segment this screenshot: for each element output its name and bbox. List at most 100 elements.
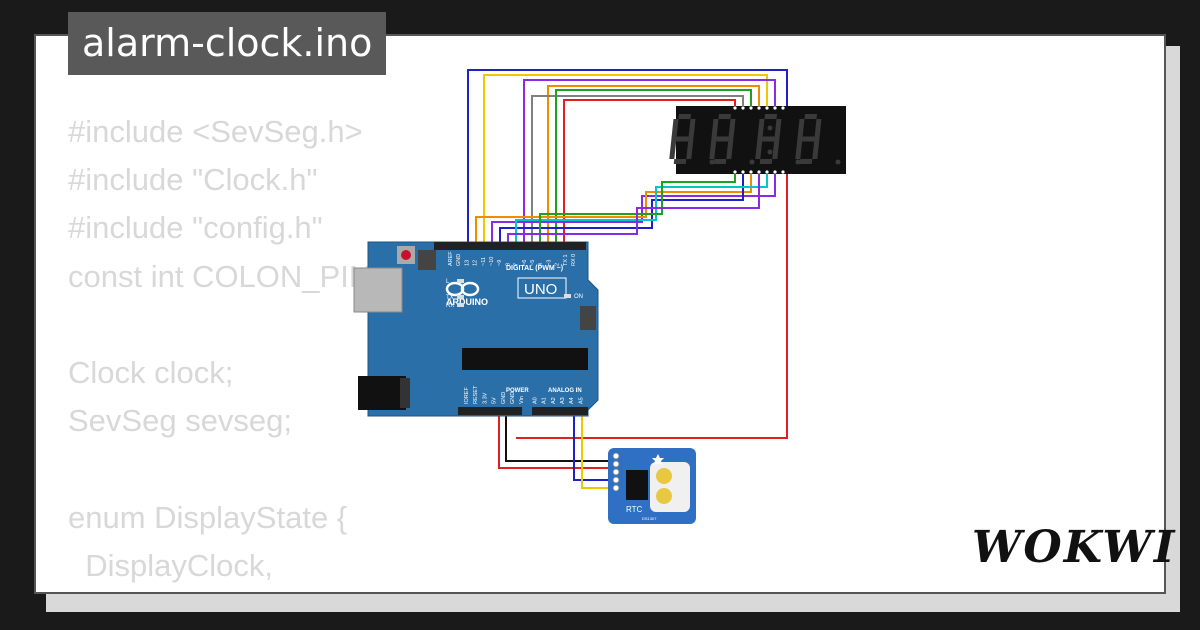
pin-label: ~3: [546, 260, 552, 266]
wire[interactable]: [475, 172, 752, 246]
preview-card: #include <SevSeg.h> #include "Clock.h" #…: [34, 34, 1166, 594]
pin-label: 8: [505, 263, 511, 266]
wire[interactable]: [505, 411, 616, 462]
rtc-pin: [612, 484, 620, 492]
pin-label: Vin: [519, 396, 525, 404]
segment: [676, 136, 689, 142]
pin-label: A4: [569, 397, 575, 404]
led-label: RX: [446, 303, 454, 309]
display-pin: [733, 170, 737, 174]
wire[interactable]: [483, 74, 768, 246]
wire[interactable]: [498, 411, 616, 469]
segment: [804, 114, 818, 119]
display-pin: [773, 106, 777, 110]
arduino-board: [367, 241, 599, 417]
code-line: SevSeg sevseg;: [68, 403, 293, 439]
wire[interactable]: [507, 172, 760, 246]
colon-dot-bottom: [767, 149, 773, 155]
project-title: alarm-clock.ino: [68, 12, 387, 75]
segment: [799, 159, 813, 164]
wire[interactable]: [573, 411, 616, 481]
segment: [671, 119, 679, 139]
display-pin: [749, 106, 753, 110]
wire[interactable]: [581, 411, 616, 489]
pin-label: 7: [514, 263, 520, 266]
pin-label: 5V: [492, 397, 498, 404]
display-pin: [781, 106, 785, 110]
rtc-chip: [626, 470, 648, 500]
display-pin: [757, 106, 761, 110]
power-jack-face: [400, 378, 410, 408]
wire[interactable]: [555, 89, 752, 246]
wire[interactable]: [563, 99, 736, 246]
segment: [686, 139, 694, 159]
pin-label: ~9: [497, 260, 503, 266]
wire[interactable]: [516, 172, 788, 439]
display-pin: [757, 170, 761, 174]
star-icon: [652, 454, 664, 465]
rtc-pin: [612, 476, 620, 484]
display-pins: [733, 106, 785, 174]
wires: [467, 69, 788, 489]
led-label: TX: [446, 295, 454, 301]
display-pin: [741, 170, 745, 174]
on-led: [564, 294, 571, 298]
rtc-pin: [612, 452, 620, 460]
code-line: DisplayClock,: [68, 547, 273, 583]
pin-label: 4: [538, 263, 544, 266]
segment: [713, 159, 727, 164]
wire[interactable]: [547, 85, 760, 246]
display-pin: [773, 170, 777, 174]
digital-label: DIGITAL (PWM ~): [506, 265, 563, 272]
battery-contact-bottom: [656, 488, 672, 504]
wire[interactable]: [539, 172, 736, 246]
segment: [759, 159, 773, 164]
segment: [673, 159, 687, 164]
wire[interactable]: [515, 172, 768, 246]
icsp-header-2: [580, 306, 596, 330]
segment: [764, 114, 778, 119]
segment: [772, 139, 780, 159]
arduino-brand-label: ARDUINO: [446, 297, 488, 307]
segment: [728, 119, 736, 139]
segment: [814, 119, 822, 139]
wokwi-logo: WOKWI: [972, 522, 1177, 573]
colon-dot-top: [767, 125, 773, 131]
display-pin: [749, 170, 753, 174]
decimal-point: [749, 159, 755, 165]
segment: [669, 139, 677, 159]
wire[interactable]: [531, 95, 744, 246]
battery-contact-top: [656, 468, 672, 484]
pin-label: A3: [560, 397, 566, 404]
rtc-pin: [612, 460, 620, 468]
segment: [678, 114, 692, 119]
decimal-point: [709, 159, 715, 165]
led: [457, 303, 464, 307]
analog-label: ANALOG IN: [548, 388, 582, 394]
decimal-point: [835, 159, 841, 165]
wire[interactable]: [467, 69, 788, 246]
segment: [802, 136, 815, 142]
rtc-label: RTC: [626, 505, 643, 514]
uno-label: UNO: [524, 281, 557, 298]
rtc-module[interactable]: RTC DS1307: [608, 448, 696, 524]
digital-header: [434, 242, 586, 250]
segment: [688, 119, 696, 139]
pin-label: RESET: [473, 385, 479, 404]
display-pin: [765, 106, 769, 110]
segment: [774, 119, 782, 139]
reset-button[interactable]: [401, 250, 411, 260]
pin-label: ~5: [530, 260, 536, 266]
pin-label: RX 0: [571, 254, 577, 266]
wire[interactable]: [523, 79, 776, 246]
pin-label: A0: [532, 397, 538, 404]
segment: [709, 139, 717, 159]
digit-3: [755, 114, 801, 165]
led: [457, 295, 464, 299]
segment: [755, 139, 763, 159]
